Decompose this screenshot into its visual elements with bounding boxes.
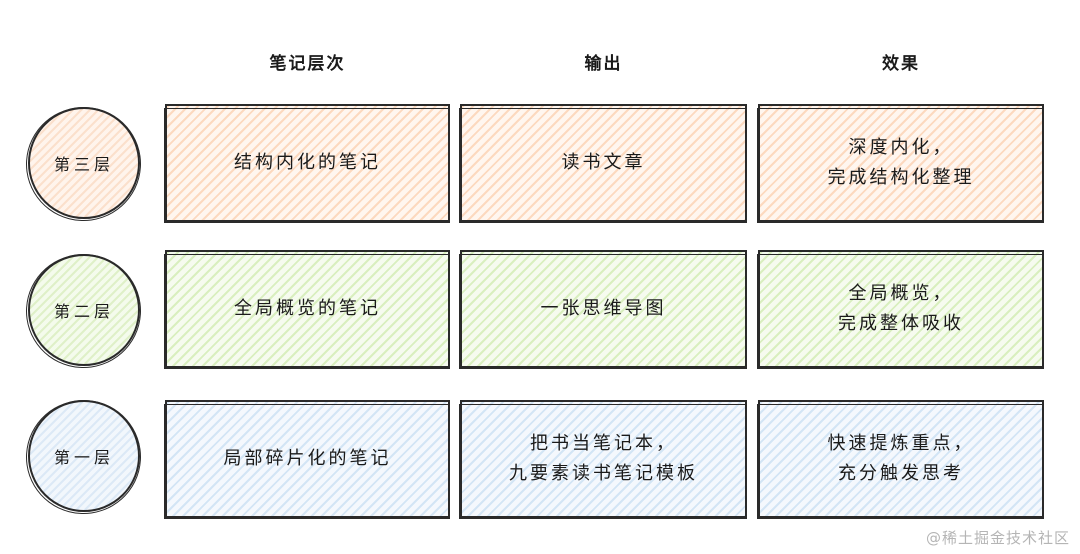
level-circle-3: 第三层 bbox=[28, 107, 140, 219]
header-note-level: 笔记层次 bbox=[269, 54, 346, 74]
level-label-2: 第二层 bbox=[53, 302, 114, 321]
cell-note-level2: 全局概览的笔记 bbox=[164, 250, 450, 369]
cell-text: 一张思维导图 bbox=[540, 298, 667, 319]
cell-text: 结构内化的笔记 bbox=[234, 152, 381, 173]
cell-text: 全局概览， 完成整体吸收 bbox=[838, 283, 964, 334]
header-effect: 效果 bbox=[882, 54, 920, 74]
header-output: 输出 bbox=[584, 54, 623, 74]
cell-output-level2: 一张思维导图 bbox=[459, 250, 747, 369]
level-label-3: 第三层 bbox=[53, 155, 114, 174]
cell-text: 局部碎片化的笔记 bbox=[223, 448, 392, 469]
cell-text: 把书当笔记本， 九要素读书笔记模板 bbox=[509, 433, 698, 484]
cell-text: 读书文章 bbox=[561, 152, 646, 173]
cell-effect-level1: 快速提炼重点， 充分触发思考 bbox=[757, 400, 1044, 519]
level-circle-1: 第一层 bbox=[28, 400, 140, 512]
cell-note-level1: 局部碎片化的笔记 bbox=[164, 400, 450, 519]
cell-text: 快速提炼重点， 充分触发思考 bbox=[827, 433, 975, 484]
cell-effect-level3: 深度内化， 完成结构化整理 bbox=[757, 104, 1044, 223]
level-label-1: 第一层 bbox=[53, 448, 114, 467]
cell-note-level3: 结构内化的笔记 bbox=[164, 104, 450, 223]
level-circle-2: 第二层 bbox=[28, 254, 140, 366]
cell-text: 深度内化， 完成结构化整理 bbox=[827, 137, 975, 188]
cell-effect-level2: 全局概览， 完成整体吸收 bbox=[757, 250, 1044, 369]
watermark: @稀土掘金技术社区 bbox=[925, 529, 1070, 547]
cell-output-level1: 把书当笔记本， 九要素读书笔记模板 bbox=[459, 400, 747, 519]
cell-output-level3: 读书文章 bbox=[459, 104, 747, 223]
cell-text: 全局概览的笔记 bbox=[234, 298, 381, 319]
